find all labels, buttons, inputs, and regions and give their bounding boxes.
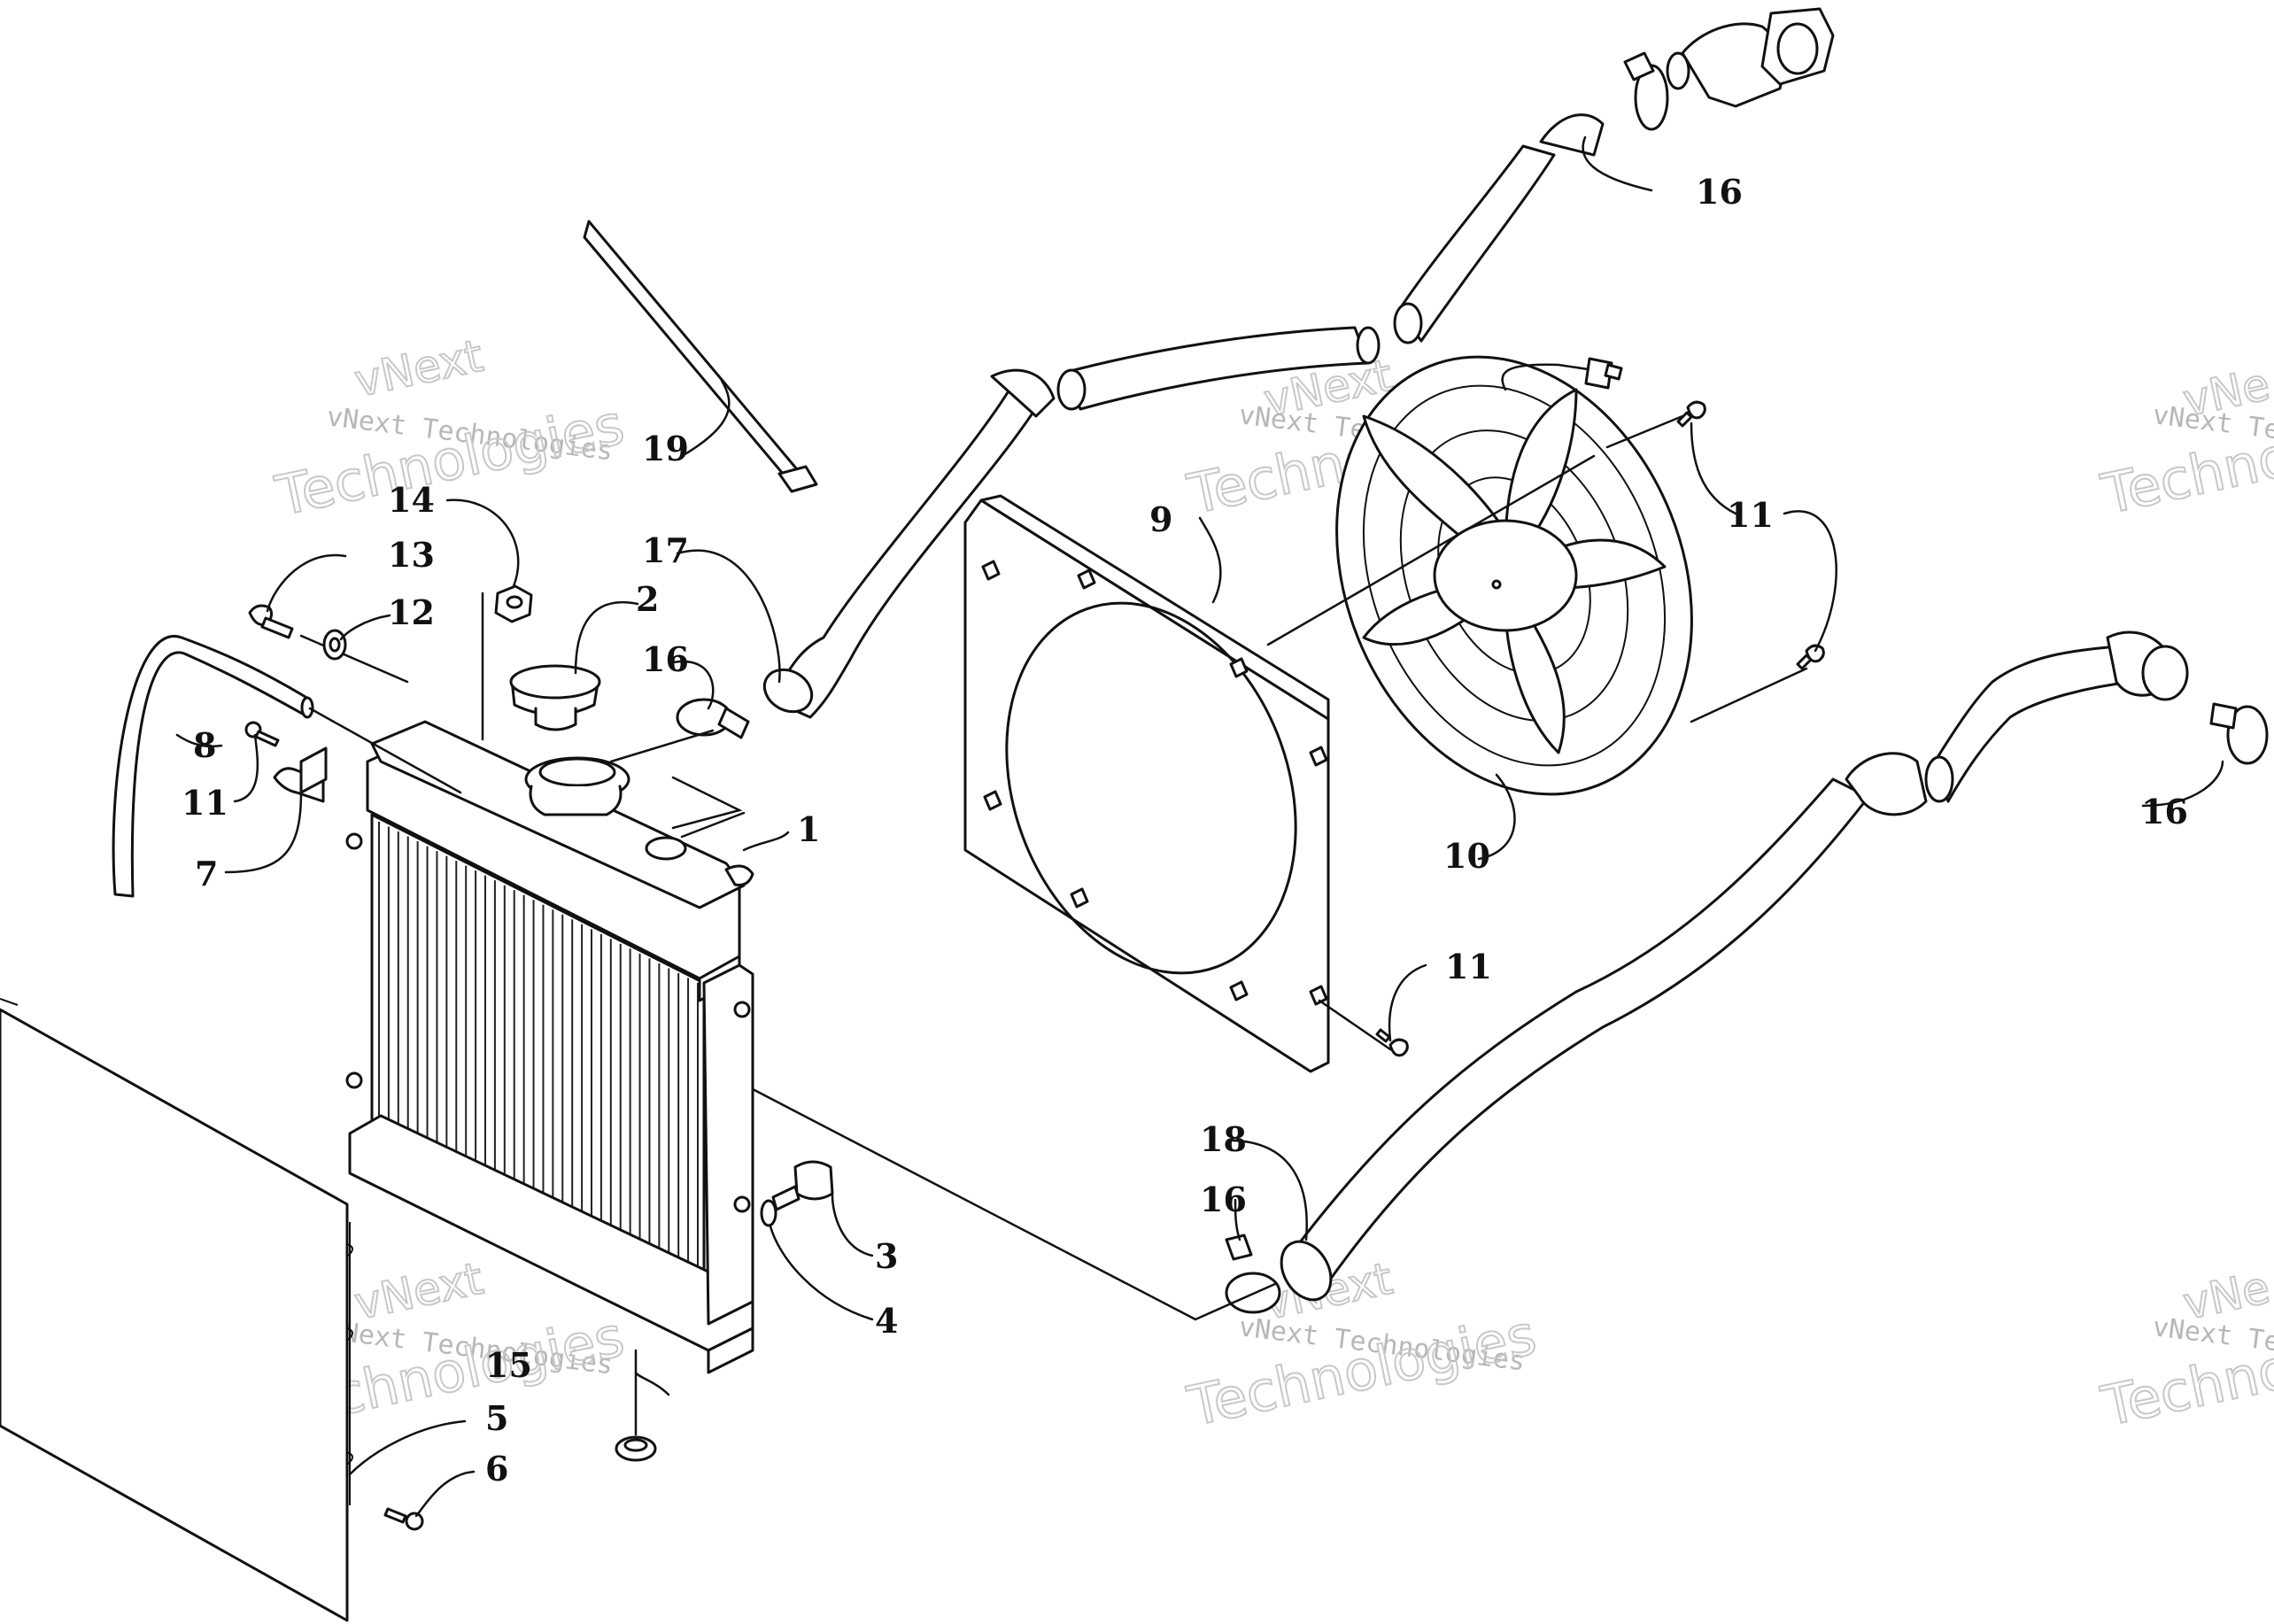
screw-11-fan-top	[1676, 400, 1706, 428]
callout-19: 19	[642, 429, 689, 468]
svg-text:vNext: vNext	[350, 330, 487, 407]
watermark-right-bottom: vNe vNext Tec Techno	[2095, 1261, 2274, 1440]
radiator-cap	[509, 664, 601, 731]
callout-10: 10	[1443, 836, 1490, 876]
cable-tie	[583, 220, 818, 493]
callout-13: 13	[388, 535, 435, 575]
thermostat-housing	[1666, 7, 1835, 108]
fan-shroud	[963, 494, 1330, 1073]
callout-numbers: 1 2 3 4 5 6 7 8 9 10 11 11 11 12 13 14 1…	[182, 172, 2188, 1489]
upper-hose	[762, 113, 1605, 719]
callout-5: 5	[485, 1398, 508, 1438]
callout-11-left: 11	[182, 783, 228, 823]
callout-2: 2	[636, 579, 659, 619]
washer-12	[322, 629, 347, 661]
lower-hose	[1280, 630, 2189, 1302]
mount-hole	[345, 1071, 363, 1089]
screw-11-shroud	[1375, 1028, 1409, 1057]
nut-14	[481, 584, 533, 741]
overflow-hose	[112, 634, 462, 898]
screw-6	[383, 1507, 424, 1531]
svg-text:Technologies: Technologies	[1182, 1302, 1542, 1438]
side-panel	[0, 998, 353, 1622]
electric-fan	[1266, 355, 1808, 796]
callout-18: 18	[1200, 1119, 1247, 1159]
callout-14: 14	[388, 480, 435, 520]
bolt-13	[248, 604, 409, 684]
drain-plug	[771, 1160, 834, 1211]
shroud-clips	[981, 560, 1328, 1006]
callout-7: 7	[195, 854, 218, 893]
watermark-right-top: vNe vNext Tec Techno	[2095, 358, 2274, 528]
callout-4: 4	[875, 1301, 898, 1341]
callout-16-right: 16	[2141, 792, 2188, 831]
hose-clamp-16-mid	[609, 698, 750, 763]
svg-text:vNext: vNext	[350, 1253, 487, 1330]
screw-11-fan-bottom	[1796, 644, 1825, 670]
callout-15: 15	[485, 1345, 532, 1385]
svg-text:Techno: Techno	[2096, 423, 2274, 527]
grommet	[615, 1349, 657, 1462]
mount-hole	[733, 1001, 751, 1018]
callout-1: 1	[797, 809, 820, 849]
callout-leaders	[175, 135, 2224, 1518]
assembly-lines	[671, 776, 1392, 1321]
callout-6: 6	[485, 1449, 508, 1489]
screw-11-left	[244, 721, 280, 747]
callout-8: 8	[193, 725, 216, 765]
callout-16-mid: 16	[642, 639, 689, 679]
o-ring	[760, 1199, 777, 1227]
hose-clamp-16-bottom	[1225, 1233, 1281, 1314]
svg-text:Technologies: Technologies	[270, 391, 630, 528]
callout-9: 9	[1149, 499, 1172, 539]
callout-11-shroud: 11	[1445, 947, 1492, 986]
callout-12: 12	[388, 592, 435, 632]
callout-3: 3	[875, 1236, 898, 1276]
svg-text:Techno: Techno	[2096, 1335, 2274, 1439]
callout-16-top: 16	[1696, 172, 1743, 212]
hose-clamp-16-top	[1623, 51, 1669, 131]
mount-hole	[345, 832, 363, 850]
radiator-fins	[378, 822, 699, 1312]
mount-hole	[733, 1195, 751, 1213]
filler-neck	[524, 756, 630, 816]
watermark-left-top: vNext vNext Technologies Technologies	[269, 329, 630, 530]
callout-11-fan: 11	[1727, 495, 1774, 535]
hose-clamp-16-right	[2209, 702, 2269, 765]
callout-17: 17	[642, 530, 689, 570]
hose-bracket	[273, 746, 328, 803]
callout-16-bottom: 16	[1200, 1179, 1247, 1219]
